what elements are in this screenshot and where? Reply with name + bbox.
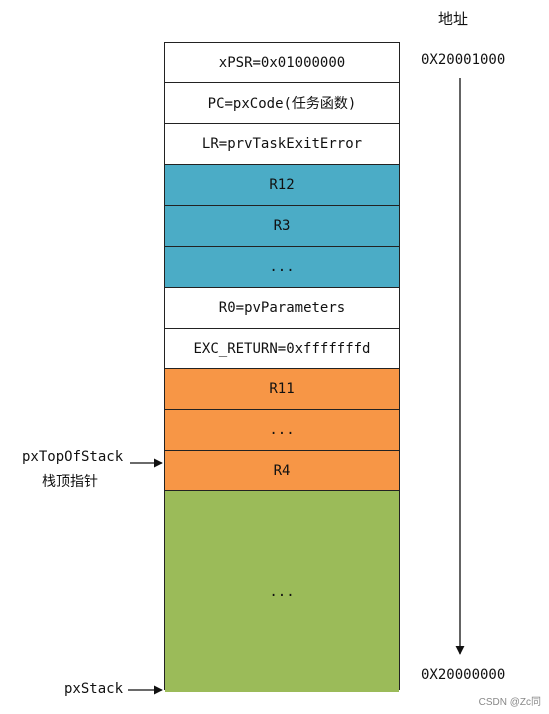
stack-cell: R3 bbox=[165, 206, 399, 247]
top-of-stack-pointer-cn-label: 栈顶指针 bbox=[42, 474, 98, 490]
stack-cell: EXC_RETURN=0xfffffffd bbox=[165, 329, 399, 369]
watermark: CSDN @Zc同 bbox=[478, 697, 541, 708]
top-of-stack-pointer-label: pxTopOfStack bbox=[22, 449, 124, 465]
stack-cell: xPSR=0x01000000 bbox=[165, 43, 399, 83]
stack-cell: ... bbox=[165, 491, 399, 692]
address-bottom-label: 0X20000000 bbox=[421, 667, 506, 683]
stack-cell: R12 bbox=[165, 165, 399, 206]
stack-cell: R11 bbox=[165, 369, 399, 410]
stack-base-pointer-label: pxStack bbox=[64, 681, 124, 697]
stack-cell: ... bbox=[165, 247, 399, 288]
stack-cell: ... bbox=[165, 410, 399, 451]
address-header: 地址 bbox=[438, 10, 469, 28]
stack-cell: R0=pvParameters bbox=[165, 288, 399, 329]
stack-cell: PC=pxCode(任务函数) bbox=[165, 83, 399, 124]
stack-cell: LR=prvTaskExitError bbox=[165, 124, 399, 165]
address-top-label: 0X20001000 bbox=[421, 52, 506, 68]
stack-cell: R4 bbox=[165, 451, 399, 491]
